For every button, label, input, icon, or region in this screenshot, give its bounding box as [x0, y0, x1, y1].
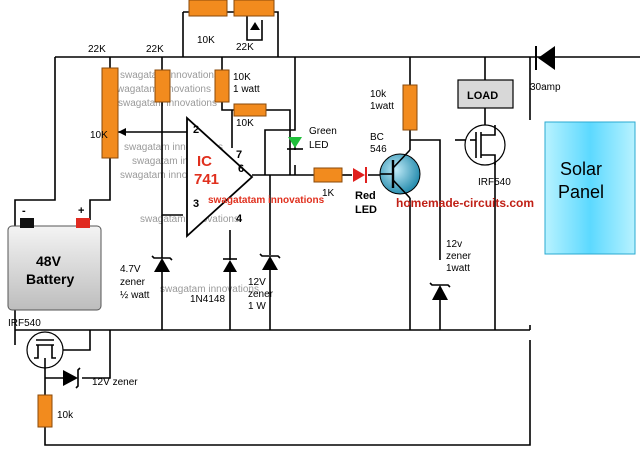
- zener-12v-mid: [262, 256, 278, 270]
- zener-12v-mid-type: zener: [248, 289, 274, 300]
- resistor-22k-mid: [154, 69, 171, 103]
- zener-12v-right-rating: 1watt: [446, 263, 470, 274]
- resistor-10k-1watt-label: 10k: [370, 89, 387, 100]
- zener-4v7-rating: ½ watt: [120, 290, 150, 301]
- ic-part-number: 741: [194, 171, 219, 188]
- battery-positive-terminal: [76, 218, 90, 228]
- transistor-part-number: 546: [370, 144, 387, 155]
- resistor-10k-bottom-label: 10k: [57, 410, 74, 421]
- zener-bottom-label: 12V zener: [92, 377, 138, 388]
- pin-4-label: 4: [236, 213, 243, 225]
- zener-12v-bottom: [63, 370, 78, 386]
- red-led-label: Red: [355, 190, 376, 202]
- resistor-22k-pot-label: 22K: [236, 42, 254, 53]
- resistor-22k-mid-label: 22K: [146, 44, 164, 55]
- wiring: [14, 11, 640, 446]
- mosfet-left-label: IRF540: [8, 318, 41, 329]
- pin-2-label: 2: [193, 124, 199, 136]
- resistor-1k: [313, 167, 343, 183]
- resistor-10k-1w-rating: 1 watt: [233, 84, 260, 95]
- resistor-10k-feedback-label: 10K: [236, 118, 254, 129]
- mosfet-right-label: IRF540: [478, 177, 511, 188]
- red-led-label-2: LED: [355, 204, 377, 216]
- diode-30amp: [538, 46, 555, 70]
- watermark-text: swagatam innovations: [124, 142, 223, 153]
- zener-12v-right-label: 12v: [446, 239, 462, 250]
- resistor-10k-1w-label: 10K: [233, 72, 251, 83]
- diode-1n4148: [223, 260, 237, 272]
- ic-label: IC: [197, 153, 212, 170]
- brand-watermark: swagatatam innovations: [208, 195, 325, 206]
- transistor-label: BC: [370, 132, 384, 143]
- mosfet-irf540-right: [464, 124, 506, 166]
- battery-plus-sign: +: [78, 205, 84, 217]
- battery-voltage: 48V: [36, 253, 62, 269]
- resistor-10k-left-label: 10K: [90, 130, 108, 141]
- pin-7-label: 7: [236, 149, 242, 161]
- battery-label: Battery: [26, 271, 74, 287]
- green-led-label: Green: [309, 126, 337, 137]
- opamp-ic741: [186, 115, 254, 239]
- green-led: [288, 137, 302, 148]
- resistor-10k-top-label: 10K: [197, 35, 215, 46]
- resistor-10k-feedback: [233, 103, 267, 117]
- battery-minus-sign: -: [22, 205, 26, 217]
- watermark-text: swagatam innovations: [118, 98, 217, 109]
- pot-wiper-arrow: [118, 128, 126, 136]
- watermark-text: swagatam innovations: [132, 156, 231, 167]
- zener-4v7-label: 4.7V: [120, 264, 141, 275]
- battery-48v: [7, 225, 102, 311]
- resistor-22k-10k-pot: [101, 67, 119, 159]
- solar-panel-label-2: Panel: [558, 182, 604, 202]
- red-led: [353, 168, 365, 182]
- battery-negative-terminal: [20, 218, 34, 228]
- resistor-10k-1w: [214, 69, 230, 103]
- site-watermark: homemade-circuits.com: [396, 196, 534, 210]
- resistor-10k-1watt-rating: 1watt: [370, 101, 394, 112]
- watermark-text: swagatam innovations: [120, 170, 219, 181]
- load-label: LOAD: [467, 90, 498, 102]
- pot-wiper-arrow: [250, 22, 260, 30]
- zener-12v-mid-label: 12V: [248, 277, 266, 288]
- resistor-10k-bottom: [37, 394, 53, 428]
- load-box: [457, 79, 514, 109]
- resistor-10k-top: [188, 0, 228, 17]
- resistor-10k-1watt: [402, 84, 418, 131]
- zener-4v7: [154, 258, 170, 272]
- diode-1n4148-label: 1N4148: [190, 294, 225, 305]
- pin-6-label: 6: [238, 163, 244, 175]
- diode-30amp-label: 30amp: [530, 82, 561, 93]
- zener-12v-right: [432, 285, 448, 300]
- solar-panel-label: Solar: [560, 159, 602, 179]
- watermark-text: swagatam innovations: [160, 284, 259, 295]
- resistor-22k-left-label: 22K: [88, 44, 106, 55]
- resistor-1k-label: 1K: [322, 188, 335, 199]
- green-led-label-2: LED: [309, 140, 328, 151]
- pin-3-label: 3: [193, 198, 199, 210]
- resistor-22k-pot: [233, 0, 275, 17]
- solar-panel: [544, 121, 636, 255]
- zener-12v-right-type: zener: [446, 251, 472, 262]
- zener-4v7-type: zener: [120, 277, 146, 288]
- zener-12v-mid-rating: 1 W: [248, 301, 266, 312]
